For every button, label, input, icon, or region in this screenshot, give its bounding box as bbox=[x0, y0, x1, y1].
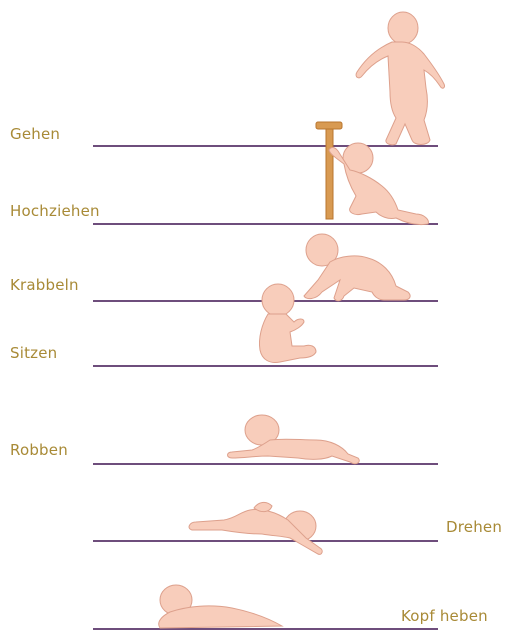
pulling-up-baby-icon bbox=[329, 143, 428, 225]
walking-baby-icon bbox=[356, 12, 444, 145]
rolling-baby-icon bbox=[189, 502, 322, 554]
support-post-icon bbox=[316, 122, 342, 219]
crawling-baby-icon bbox=[304, 234, 410, 301]
creeping-baby-icon bbox=[228, 415, 360, 464]
head-lifting-baby-icon bbox=[159, 585, 282, 628]
